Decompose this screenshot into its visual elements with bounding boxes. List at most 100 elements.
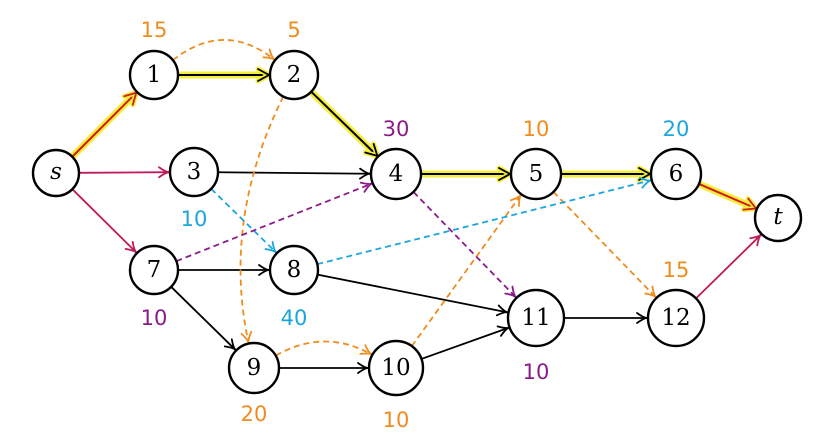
node-t: t — [753, 193, 803, 243]
weight-label-node-11: 10 — [523, 360, 550, 384]
node-3-label: 3 — [187, 159, 202, 185]
node-5-label: 5 — [529, 161, 544, 187]
edge-5-6 — [557, 165, 654, 183]
edge-9-10-alt — [275, 340, 373, 357]
weight-label-node-8: 40 — [281, 306, 308, 330]
node-9: 9 — [227, 341, 281, 395]
edge-10-11 — [421, 325, 510, 360]
node-8-circle — [268, 244, 320, 296]
node-8: 8 — [268, 244, 320, 296]
node-2: 2 — [268, 49, 320, 101]
weight-label-node-10: 10 — [383, 408, 410, 432]
edge-12-t-line — [695, 234, 762, 300]
node-10-circle — [367, 339, 425, 397]
node-8-label: 8 — [287, 257, 302, 283]
node-s-label: s — [50, 159, 62, 185]
edge-3-4 — [217, 167, 371, 180]
edge-6-t — [695, 180, 760, 213]
edge-2-4-line — [310, 90, 379, 157]
edge-3-4-line — [217, 171, 371, 175]
edge-6-t-line — [698, 182, 757, 210]
edge-11-12 — [564, 312, 648, 324]
node-9-circle — [227, 341, 281, 395]
edge-2-9-alt-line — [239, 96, 285, 343]
edge-s-3 — [78, 166, 170, 179]
weight-label-node-1: 15 — [141, 18, 168, 42]
edge-1-2-alt — [172, 39, 276, 61]
edges-layer — [68, 39, 762, 374]
node-10: 10 — [367, 339, 425, 397]
node-7: 7 — [128, 244, 180, 296]
node-12: 12 — [646, 288, 706, 348]
edge-s-7 — [71, 188, 138, 254]
edge-7-9-line — [170, 286, 237, 351]
node-t-circle — [753, 193, 803, 243]
edge-s-1-line — [71, 91, 138, 158]
edge-4-5 — [417, 165, 514, 183]
edge-2-9-alt — [239, 96, 285, 344]
node-1-label: 1 — [147, 62, 162, 88]
node-6: 6 — [649, 147, 703, 201]
edge-3-8-line — [210, 188, 277, 254]
weight-label-node-12: 15 — [663, 258, 690, 282]
edge-10-5-line — [411, 194, 522, 347]
node-4: 4 — [369, 147, 423, 201]
edge-s-3-line — [78, 171, 170, 174]
node-9-label: 9 — [247, 355, 262, 381]
weight-label-node-6: 20 — [663, 117, 690, 141]
edge-9-10 — [279, 362, 369, 374]
edge-1-2 — [174, 66, 273, 84]
edge-12-t — [695, 233, 762, 300]
node-1-circle — [128, 49, 180, 101]
node-3-circle — [168, 146, 220, 198]
node-s: s — [31, 148, 81, 198]
node-10-label: 10 — [381, 355, 410, 381]
edge-9-10-alt-line — [275, 340, 372, 357]
node-7-label: 7 — [147, 257, 162, 283]
edge-10-5-arrowhead — [509, 194, 522, 208]
node-11-label: 11 — [521, 305, 550, 331]
edge-3-8 — [210, 188, 278, 254]
node-11-circle — [506, 288, 566, 348]
edge-4-11 — [412, 191, 517, 299]
node-2-circle — [268, 49, 320, 101]
node-6-circle — [649, 147, 703, 201]
edge-8-11 — [317, 273, 509, 317]
node-4-circle — [369, 147, 423, 201]
edge-7-8 — [178, 264, 270, 276]
edge-2-4 — [307, 88, 381, 160]
node-6-label: 6 — [669, 161, 684, 187]
edge-1-2-alt-line — [172, 39, 275, 61]
node-12-label: 12 — [661, 305, 690, 331]
edge-8-6-line — [317, 179, 652, 266]
node-5: 5 — [509, 147, 563, 201]
node-3: 3 — [168, 146, 220, 198]
node-2-label: 2 — [287, 62, 302, 88]
edge-8-11-line — [317, 273, 508, 314]
edge-s-7-line — [71, 188, 137, 254]
weight-label-node-7: 10 — [141, 306, 168, 330]
weight-label-node-4: 30 — [383, 117, 410, 141]
weight-label-node-2: 5 — [287, 18, 300, 42]
weight-label-node-3: 10 — [181, 207, 208, 231]
edge-5-12 — [552, 191, 657, 299]
edge-5-12-line — [552, 191, 657, 298]
node-11: 11 — [506, 288, 566, 348]
edge-7-4-line — [175, 182, 373, 262]
node-1: 1 — [128, 49, 180, 101]
node-4-label: 4 — [389, 161, 404, 187]
edge-7-9 — [170, 286, 237, 351]
weight-label-node-5: 10 — [523, 117, 550, 141]
edge-10-11-line — [421, 326, 509, 360]
node-t-label: t — [773, 204, 783, 230]
edge-s-1 — [68, 89, 140, 161]
node-7-circle — [128, 244, 180, 296]
node-s-circle — [31, 148, 81, 198]
edge-4-11-line — [412, 191, 517, 298]
node-5-circle — [509, 147, 563, 201]
weight-label-node-9: 20 — [241, 402, 268, 426]
node-12-circle — [646, 288, 706, 348]
